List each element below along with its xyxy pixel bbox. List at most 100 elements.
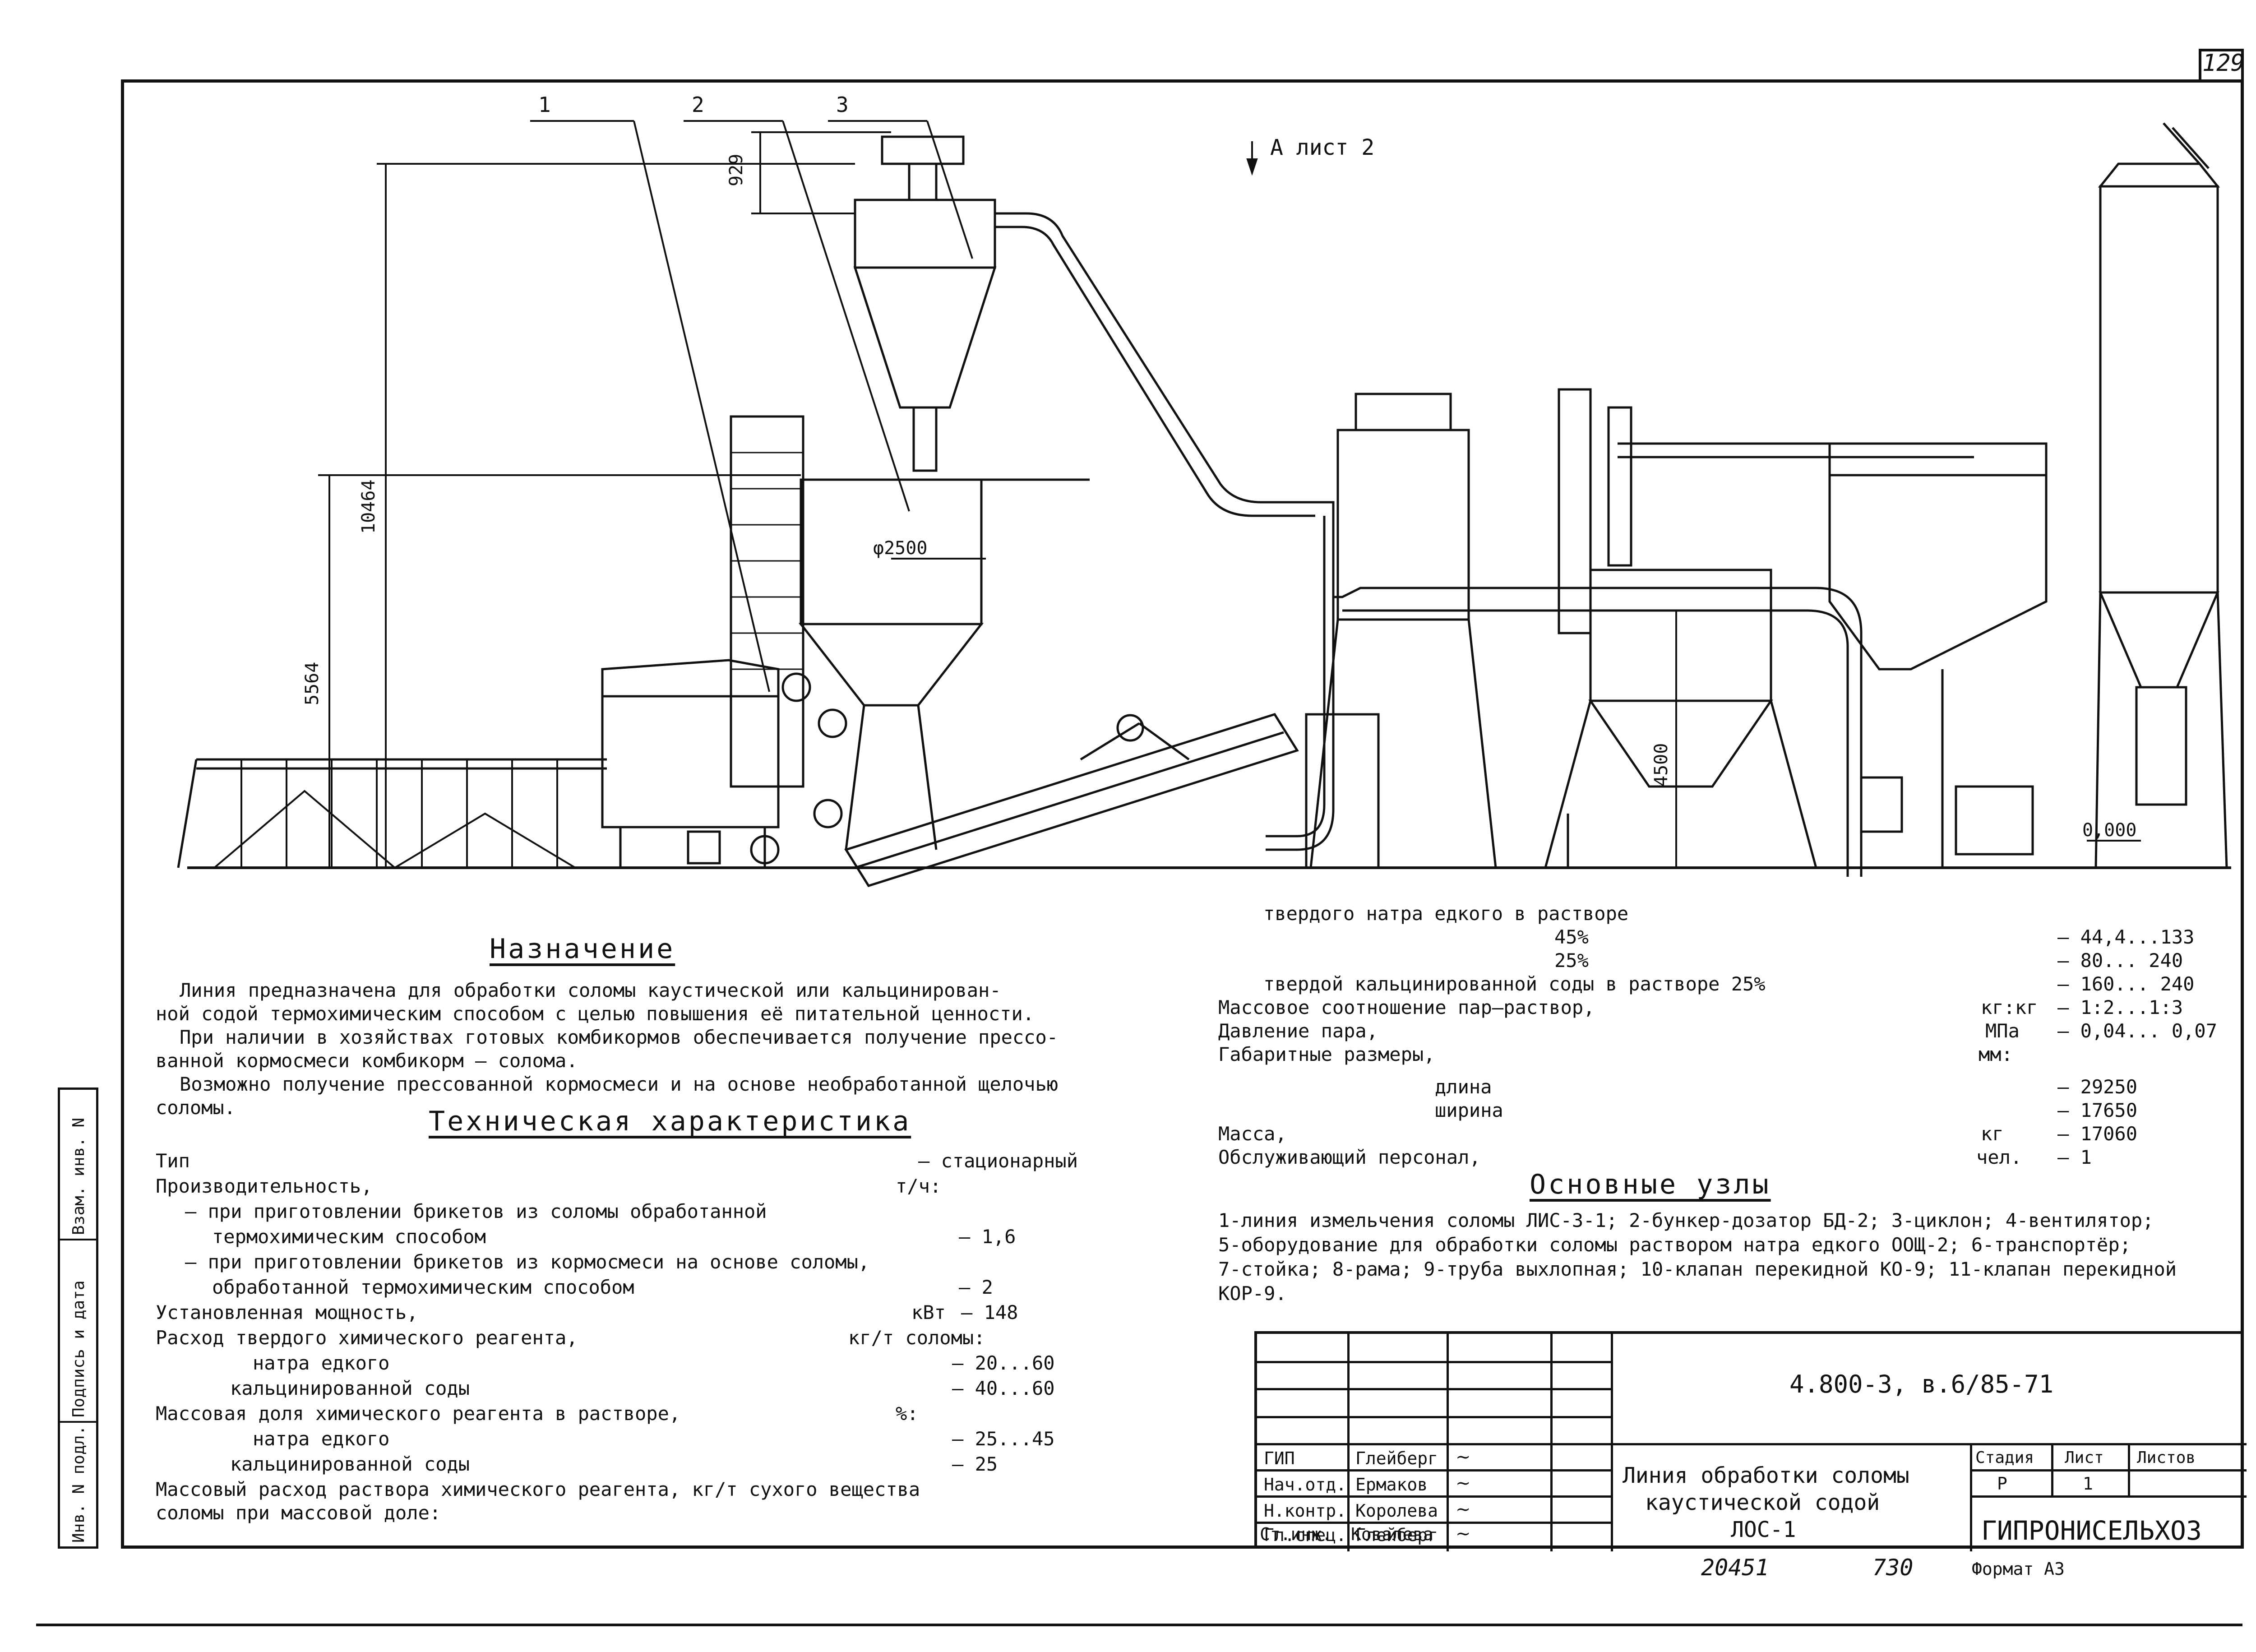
side-cell: Инв. N подл.: [60, 1423, 96, 1546]
document-code: 4.800-3, в.6/85-71: [1789, 1370, 2054, 1398]
tech-unit: кВт: [911, 1301, 946, 1323]
purpose-line: При наличии в хозяйствах готовых комбико…: [180, 1026, 1059, 1048]
tech-label: ширина: [1435, 1099, 1503, 1121]
tech-label: Давление пара,: [1218, 1020, 1378, 1042]
footer-number: 20451: [1701, 1555, 1769, 1581]
organization: ГИПРОНИСЕЛЬХОЗ: [1981, 1515, 2202, 1546]
bunker-dozer-2: [730, 415, 984, 865]
tech-unit: мм:: [1979, 1043, 2013, 1065]
name-cell: Глейберг: [1355, 1525, 1438, 1545]
tech-unit: чел.: [1976, 1146, 2022, 1168]
stage-header: Лист: [2065, 1448, 2104, 1467]
tech-label: кальцинированной соды: [230, 1377, 470, 1399]
tech-label: Масса,: [1218, 1123, 1287, 1145]
tech-label: натра едкого: [253, 1352, 390, 1374]
tech-value: – 25: [952, 1453, 998, 1475]
role-cell: ГИП: [1264, 1448, 1295, 1468]
side-label: Подпись и дата: [69, 1280, 88, 1417]
name-cell: Королева: [1355, 1501, 1438, 1521]
units-heading: Основные узлы: [1530, 1169, 1771, 1200]
callout-3: 3: [836, 93, 849, 117]
purpose-heading: Назначение: [490, 933, 675, 965]
role-cell: Н.контр.: [1264, 1501, 1347, 1521]
tech-value: – 1,6: [959, 1226, 1016, 1248]
dim-929: 929: [726, 154, 747, 186]
tech-unit: кг:кг: [1981, 996, 2038, 1018]
signature: ~: [1456, 1499, 1471, 1520]
tech-value: – 40...60: [952, 1377, 1055, 1399]
tech-label: Установленная мощность,: [156, 1301, 418, 1323]
conveyor-6: [844, 713, 1380, 887]
role-cell: Ст.инж.: [1260, 1524, 1332, 1544]
tech-label: 25%: [1554, 949, 1589, 972]
units-line: 5-оборудование для обработки соломы раст…: [1218, 1234, 2131, 1256]
sheet-frame: [121, 79, 2244, 1549]
callout-1: 1: [538, 93, 551, 117]
tech-label: Производительность,: [156, 1175, 373, 1197]
tech-value: – 0,04... 0,07: [2057, 1020, 2218, 1042]
dim-5564: 5564: [302, 662, 323, 705]
bottom-rule: [36, 1624, 2242, 1626]
title-block: 4.800-3, в.6/85-71 ГИП Глейберг Нач.отд.…: [1254, 1331, 2247, 1551]
format-label: Формат А3: [1972, 1559, 2065, 1579]
tech-label: Габаритные размеры,: [1218, 1043, 1435, 1065]
tech-unit: т/ч:: [896, 1175, 942, 1197]
title-line: ЛОС-1: [1731, 1517, 1796, 1542]
tech-value: – 25...45: [952, 1428, 1055, 1450]
purpose-line: Возможно получение прессованной кормосме…: [180, 1073, 1059, 1095]
treatment-equipment-5: [1309, 388, 1974, 868]
tech-value: – 1:2...1:3: [2057, 996, 2183, 1018]
dim-4500: 4500: [1651, 743, 1672, 787]
callout-leaders: [530, 120, 973, 692]
tech-unit: кг/т соломы:: [848, 1327, 985, 1349]
role-cell: Нач.отд.: [1264, 1475, 1347, 1495]
tech-value: – 2: [959, 1276, 993, 1298]
purpose-line: соломы.: [156, 1097, 236, 1119]
tech-label: – при приготовлении брикетов из кормосме…: [185, 1251, 870, 1273]
tech-label: соломы при массовой доле:: [156, 1502, 441, 1524]
dim-diameter: φ2500: [873, 538, 927, 559]
tech-label: Массовое соотношение пар–раствор,: [1218, 996, 1595, 1018]
dim-level: 0,000: [2082, 820, 2136, 841]
side-label: Инв. N подл.: [69, 1425, 88, 1543]
tech-label: термохимическим способом: [212, 1226, 486, 1248]
tech-heading: Техническая характеристика: [429, 1106, 911, 1137]
callout-2: 2: [692, 93, 704, 117]
tech-value: – 29250: [2057, 1076, 2138, 1098]
stage-value: 1: [2083, 1474, 2093, 1494]
signature: ~: [1456, 1523, 1471, 1544]
sheet-number-box: [2199, 49, 2244, 79]
tech-label: Обслуживающий персонал,: [1218, 1146, 1481, 1168]
tech-label: натра едкого: [253, 1428, 390, 1450]
tech-value: – 44,4...133: [2057, 926, 2195, 948]
tech-label: твердого натра едкого в растворе: [1263, 902, 1629, 925]
tech-value: – 1: [2057, 1146, 2092, 1168]
tech-label: Расход твердого химического реагента,: [156, 1327, 578, 1349]
units-line: 1-линия измельчения соломы ЛИС-3-1; 2-бу…: [1218, 1209, 2154, 1231]
tech-label: обработанной термохимическим способом: [212, 1276, 634, 1298]
units-line: КОР-9.: [1218, 1282, 1287, 1305]
tech-label: длина: [1435, 1076, 1492, 1098]
silo: [2094, 122, 2228, 868]
footer-number: 730: [1872, 1555, 1914, 1581]
shredding-line-1: [177, 659, 780, 869]
name-cell: Ермаков: [1355, 1475, 1428, 1495]
duct-pipes: [995, 212, 1863, 877]
cyclone-right: [1828, 442, 2048, 868]
dim-10464: 10464: [358, 480, 379, 534]
name-cell: Глейберг: [1355, 1448, 1438, 1468]
tech-value: – 148: [961, 1301, 1018, 1323]
stage-header: Стадия: [1975, 1448, 2034, 1467]
purpose-line: ной содой термохимическим способом с цел…: [156, 1003, 1035, 1025]
units-line: 7-стойка; 8-рама; 9-труба выхлопная; 10-…: [1218, 1258, 2177, 1280]
stage-header: Листов: [2137, 1448, 2196, 1467]
purpose-line: Линия предназначена для обработки соломы…: [180, 979, 1001, 1001]
stage-value: Р: [1997, 1474, 2007, 1494]
purpose-line: ванной кормосмеси комбикорм – солома.: [156, 1050, 578, 1072]
tech-label: – при приготовлении брикетов из соломы о…: [185, 1200, 767, 1222]
tech-label: твердой кальцинированной соды в растворе…: [1263, 973, 1766, 995]
side-cell: Взам. инв. N: [60, 1090, 96, 1240]
role-cell: Гл.спец.: [1264, 1525, 1347, 1545]
tech-unit: кг: [1981, 1123, 2004, 1145]
